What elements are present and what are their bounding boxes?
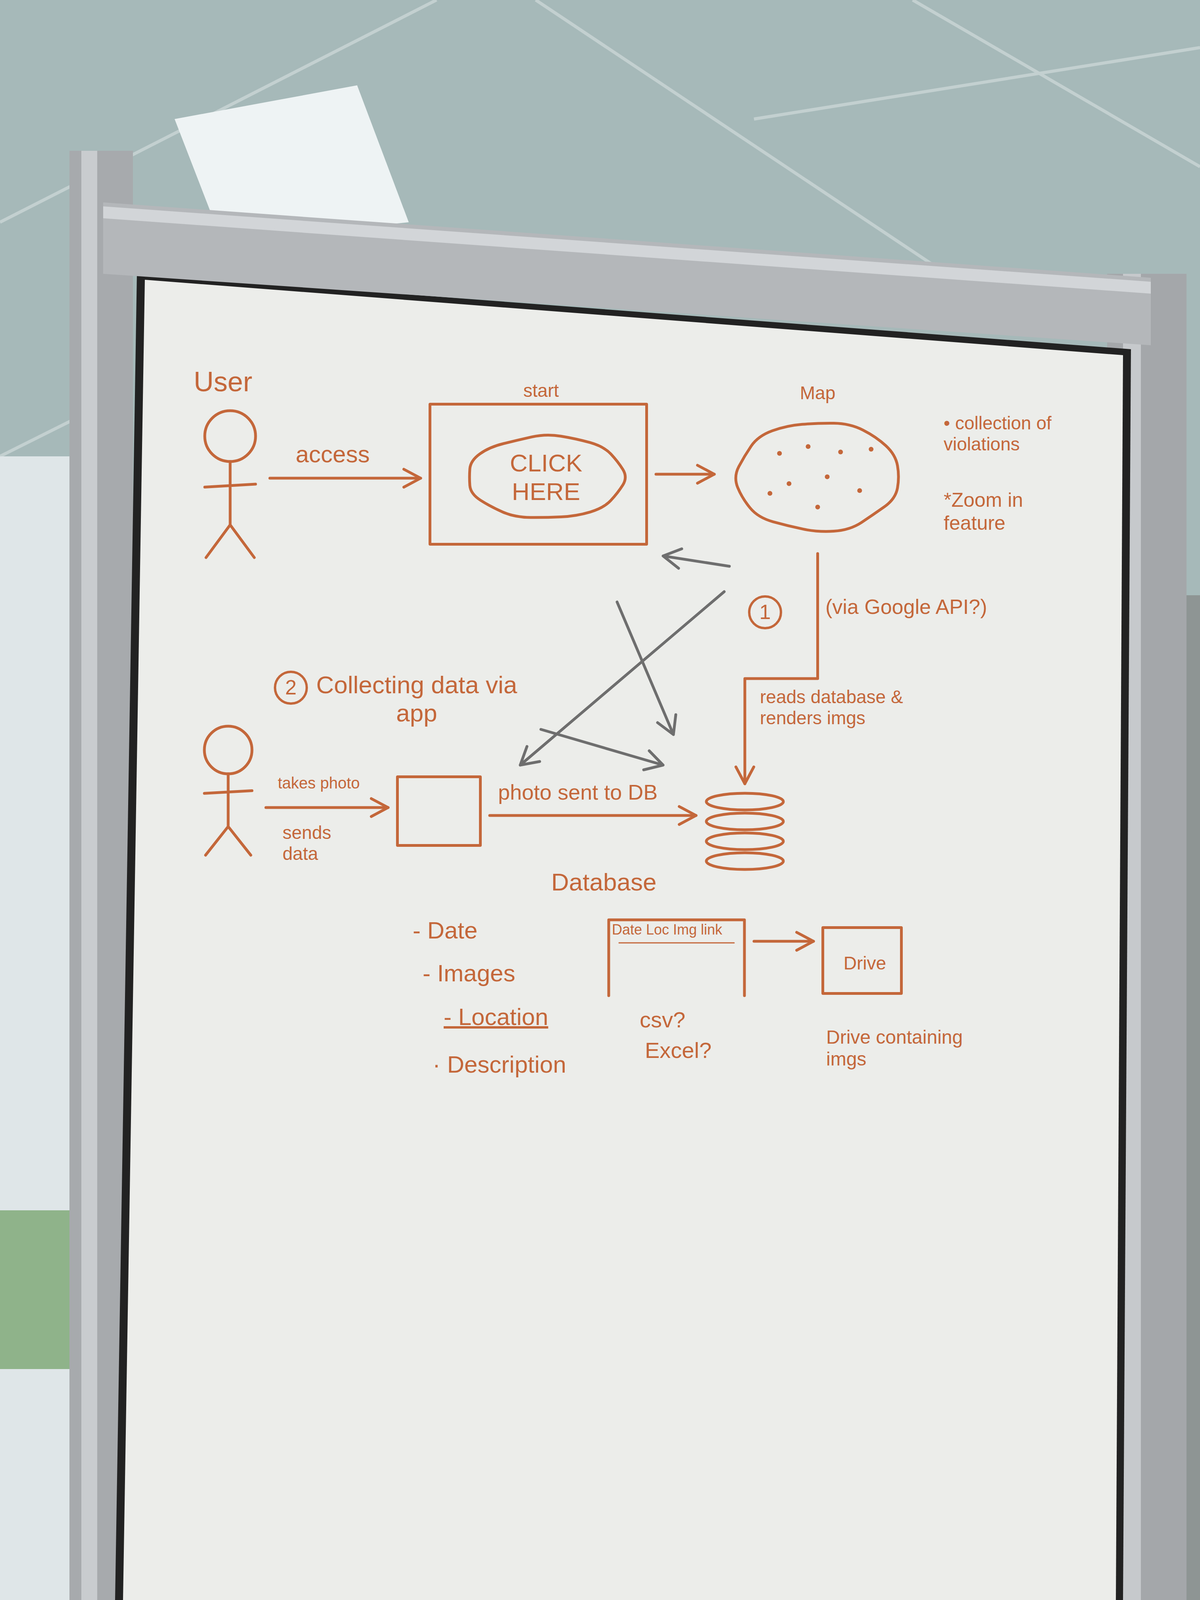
note: sends data [282, 822, 362, 865]
map-screen: Map [722, 407, 914, 546]
violation-dot [815, 504, 821, 510]
bar-highlight [103, 206, 1151, 294]
note: • collection of violations [943, 412, 1075, 455]
arrow-head [371, 798, 389, 817]
stick-head [204, 726, 252, 774]
note: *Zoom in feature [943, 488, 1059, 535]
violation-dot [857, 488, 862, 493]
edge-label: takes photo [277, 773, 360, 793]
database-disc [706, 813, 784, 830]
app-screen [396, 775, 482, 847]
flow-arrow [489, 806, 697, 825]
note: Excel? [644, 1037, 712, 1064]
database-disc [706, 793, 784, 810]
flow-arrow [269, 469, 421, 487]
office-background [1170, 595, 1200, 1600]
arrow-head [735, 767, 754, 784]
callout-number: 1 [748, 595, 783, 630]
flow-arrow [735, 553, 818, 784]
arrow-head [679, 806, 697, 825]
right-pole [1107, 273, 1187, 1600]
flow-arrow [753, 932, 814, 950]
background-object [0, 1210, 70, 1370]
map-outline [722, 407, 914, 546]
blob-outline [469, 435, 626, 518]
field-item: - Date [412, 916, 478, 945]
flow-arrow [655, 465, 715, 483]
stick-body [204, 773, 252, 856]
screen-title: start [523, 380, 559, 402]
data-table: Date Loc Img link [607, 918, 747, 996]
field-item: - Images [422, 959, 516, 987]
button-text: CLICK HERE [494, 448, 598, 506]
arrow-head [697, 465, 715, 483]
violation-dot [825, 474, 830, 480]
violation-dot [838, 449, 843, 455]
blob-outline [461, 431, 631, 524]
violation-dot [805, 444, 811, 449]
arrow-line [265, 806, 389, 810]
section-title: Collecting data via app [313, 670, 520, 728]
table-header: Date Loc Img link [611, 921, 723, 938]
stick-outline [198, 408, 262, 560]
field-item: - Location [443, 1003, 549, 1031]
arrow-line [489, 814, 697, 818]
ceiling-grid [0, 0, 1200, 457]
top-bar [103, 202, 1151, 346]
screen-title: Map [800, 382, 836, 404]
arrow-line [269, 476, 421, 480]
violation-dot [786, 481, 792, 487]
arrow-head [403, 469, 421, 487]
whiteboard [123, 279, 1124, 1600]
cyl-outline [703, 791, 786, 872]
map-region [735, 423, 899, 532]
stick-head [204, 410, 256, 462]
edge-label: photo sent to DB [498, 779, 658, 805]
table-rule [619, 942, 735, 944]
database-symbol: Database [703, 791, 786, 872]
edge-label: reads database & renders imgs [759, 686, 931, 729]
left-pole [69, 150, 133, 1600]
violation-dot [767, 490, 773, 496]
drive-box: DriveDrive containing imgs [821, 926, 903, 995]
actor-label: User [193, 365, 253, 399]
arrow-line [753, 940, 814, 943]
arrow-line [655, 473, 715, 476]
user-figure: User [198, 408, 262, 560]
stick-outline [198, 724, 258, 858]
violation-dot [776, 451, 782, 456]
edge-label: access [295, 440, 370, 468]
drive-note: Drive containing imgs [826, 1026, 985, 1070]
ceiling-light [174, 85, 409, 243]
arrow-line [744, 553, 818, 784]
violation-dot [868, 446, 874, 452]
stick-body [204, 461, 256, 558]
user-figure [198, 724, 258, 858]
grey-arrows [520, 548, 730, 770]
board-edge [115, 273, 1131, 1600]
database-disc [706, 832, 784, 850]
field-item: · Description [432, 1050, 567, 1079]
note: (via Google API?) [825, 595, 988, 620]
database-label: Database [551, 867, 657, 897]
flow-arrow [265, 798, 389, 817]
window [0, 456, 70, 1600]
note: csv? [639, 1007, 686, 1033]
start-screen: startCLICK HERE [428, 402, 649, 546]
database-disc [706, 852, 784, 870]
drive-label: Drive [843, 952, 887, 974]
table-outline [608, 919, 745, 996]
click-button: CLICK HERE [461, 431, 631, 524]
callout-number: 2 [273, 670, 308, 705]
pole-highlight [1123, 273, 1141, 1600]
pole-highlight [81, 150, 98, 1600]
arrow-head [796, 932, 814, 950]
